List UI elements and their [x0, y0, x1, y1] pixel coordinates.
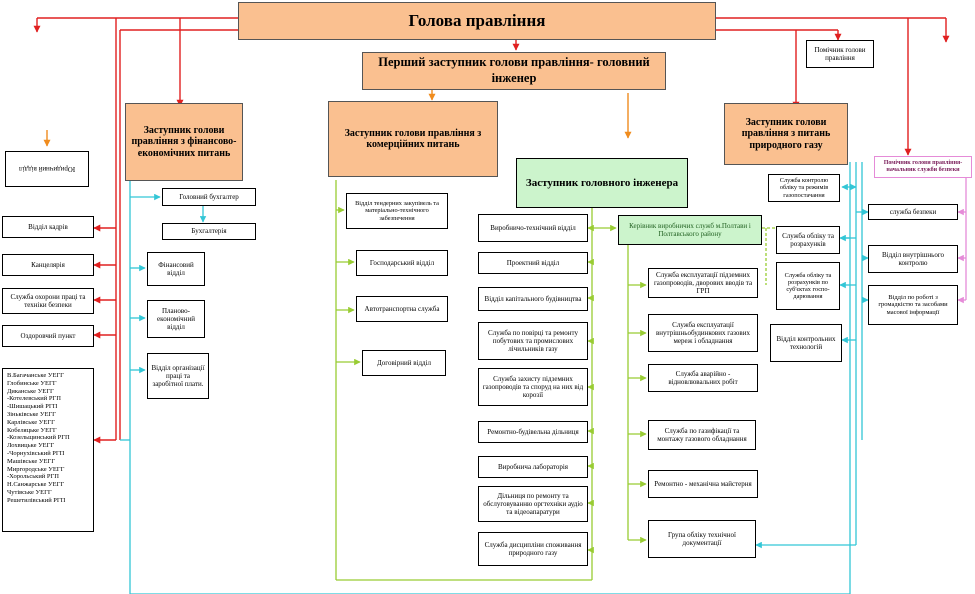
repair-construction-site: Ремонтно-будівельна дільниця [478, 421, 588, 443]
household-department: Господарський відділ [356, 250, 448, 276]
medical-point: Оздоровчий пункт [2, 325, 94, 347]
internal-control-department: Відділ внутрішнього контролю [868, 245, 958, 273]
branch-item: Н.Санжарське УЕГГ [7, 481, 65, 489]
branch-item: Миргородське УЕГГ [7, 465, 65, 473]
gas-discipline-service: Служба дисципліни споживання природного … [478, 532, 588, 566]
branch-item: Глобинське УЕГГ [7, 379, 57, 387]
underground-pipelines-service: Служба експлуатації підземних газопровод… [648, 268, 758, 298]
procurement-department: Відділ тендерних закупівель та матеріаль… [346, 193, 448, 229]
deputy-gas: Заступник голови правління з питань прир… [724, 103, 848, 165]
repair-mechanical-workshop: Ремонтно - механічна майстерня [648, 470, 758, 498]
transport-service: Автотранспортна служба [356, 296, 448, 322]
branch-item: Лохвицьке УЕГГ [7, 442, 55, 450]
design-department: Проектний відділ [478, 252, 588, 274]
head-of-board: Голова правління [238, 2, 716, 40]
branch-item: -Хорольський РГП [7, 473, 59, 481]
legal-department: Юридичний відділ [5, 151, 89, 187]
security-service: служба безпеки [868, 204, 958, 220]
poltava-services-head: Керівник виробничих служб м.Полтави і По… [618, 215, 762, 245]
branch-item: Карлівське УЕГГ [7, 418, 55, 426]
branch-item: -Чорнухівський РГП [7, 449, 65, 457]
deputy-chief-engineer: Заступник головного інженера [516, 158, 688, 208]
branch-item: -Котелевський РГП [7, 395, 61, 403]
corrosion-protection-service: Служба захисту підземних газопроводів та… [478, 368, 588, 406]
safety-service: Служба охорони праці та техніки безпеки [2, 288, 94, 314]
security-head: Помічник голови правління-начальник служ… [874, 156, 972, 178]
production-laboratory: Виробнича лабораторія [478, 456, 588, 478]
chancellery: Канцелярія [2, 254, 94, 276]
gasification-service: Служба по газифікації та монтажу газовог… [648, 420, 756, 450]
accounting: Бухгалтерія [162, 223, 256, 240]
labor-organization-department: Відділ організації праці та заробітної п… [147, 353, 209, 399]
gas-supply-control-service: Служба контролю обліку та режимів газопо… [768, 174, 840, 202]
office-equipment-repair-site: Дільниця по ремонту та обслуговуванню ор… [478, 486, 588, 522]
branch-item: -Шишацький РГП [7, 403, 58, 411]
contract-department: Договірний відділ [362, 350, 446, 376]
control-technologies-department: Відділ контрольних технологій [770, 324, 842, 362]
hr-department: Відділ кадрів [2, 216, 94, 238]
branch-item: Чутівське УЕГГ [7, 488, 52, 496]
branch-item: Решетилівський РГП [7, 496, 66, 504]
first-deputy: Перший заступник голови правління- голов… [362, 52, 666, 90]
branch-item: Зіньківське УЕГГ [7, 410, 56, 418]
branch-item: Машівське УЕГГ [7, 457, 55, 465]
production-technical-department: Виробничо-технічний відділ [478, 214, 588, 242]
branch-item: В.Багачанське УЕГГ [7, 372, 64, 379]
assistant: Помічник голови правління [806, 40, 874, 68]
branch-item: Кобеляцьке УЕГГ [7, 426, 57, 434]
chief-accountant: Головний бухгалтер [162, 188, 256, 206]
deputy-commercial: Заступник голови правління з комерційних… [328, 101, 498, 177]
financial-department: Фінансовий відділ [147, 252, 205, 286]
deputy-finance: Заступник голови правління з фінансово- … [125, 103, 243, 181]
in-house-networks-service: Служба експлуатації внутрішньобудинкових… [648, 314, 758, 352]
branch-item: -Козельщинський РГП [7, 434, 70, 442]
branches-list: В.Багачанське УЕГГ Глобинське УЕГГ Дикан… [2, 368, 94, 532]
public-relations-department: Відділ по роботі з громадкістю та засоба… [868, 285, 958, 325]
technical-documentation-group: Група обліку технічної документації [648, 520, 756, 558]
business-entity-settlement-service: Служба обліку та розрахунків по суб'єкта… [776, 262, 840, 310]
branch-item: Диканське УЕГГ [7, 387, 54, 395]
meter-service: Служба по повірці та ремонту побутових т… [478, 322, 588, 360]
emergency-service: Служба аварійно - відновлювальних робіт [648, 364, 758, 392]
planning-department: Планово-економічний відділ [147, 300, 205, 338]
capital-construction-department: Відділ капітального будівництва [478, 287, 588, 311]
legal-label: Юридичний відділ [18, 165, 76, 174]
accounting-settlement-service: Служба обліку та розрахунків [776, 226, 840, 254]
